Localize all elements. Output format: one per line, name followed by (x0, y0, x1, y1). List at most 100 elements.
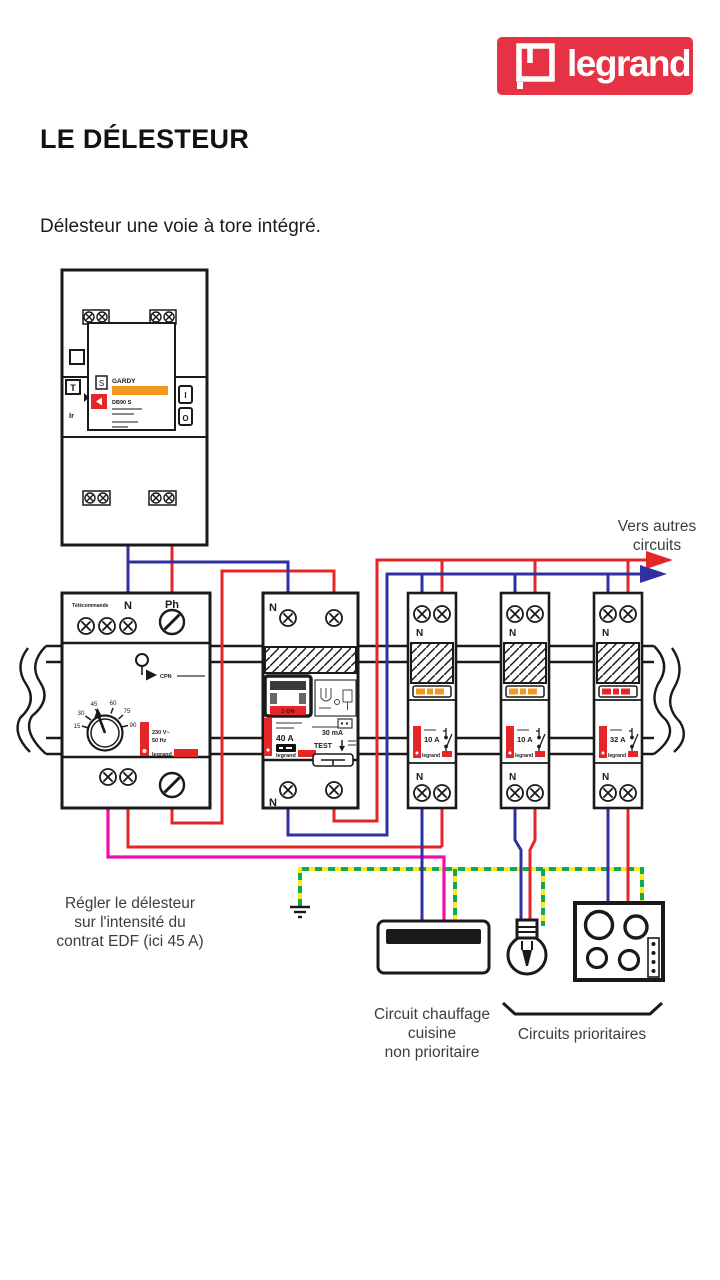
meter-terminal-screw (84, 492, 96, 504)
rcd-window (264, 646, 357, 674)
breaker-terminal-screw (619, 784, 637, 802)
breaker1-rating-label: 10 A (424, 735, 440, 744)
wire-delesteur-contact (126, 808, 442, 849)
breaker-series-strip (413, 726, 421, 758)
phase-arrow-icon (646, 551, 673, 569)
rcd-terminal-screw (325, 781, 343, 799)
breaker1-neutral-bottom-label: N (416, 772, 423, 783)
rcd-terminal-screw (279, 781, 297, 799)
to-other-line1: Vers autres (618, 518, 697, 535)
breaker-terminal-screw (599, 605, 617, 623)
non-priority-line2: cuisine (408, 1025, 456, 1042)
rcd-red-bar (298, 750, 316, 757)
rcd-fine-print (276, 722, 356, 746)
delesteur-series-strip (140, 722, 149, 756)
dial-needle-icon (94, 708, 102, 719)
breaker1-brand-label: legrand (422, 753, 440, 759)
meter-brand-label: GARDY (112, 378, 136, 385)
breaker2-neutral-bottom-label: N (509, 772, 516, 783)
non-priority-line3: non prioritaire (385, 1044, 480, 1061)
breaker-window (503, 642, 547, 684)
legrand-logo: legrand (497, 37, 693, 95)
priority-brace (501, 1001, 664, 1016)
dial-90: 90 (130, 722, 137, 729)
adjust-line1: Régler le délesteur (65, 895, 195, 912)
earth-symbol (290, 905, 310, 919)
breaker-terminal-screw (433, 605, 451, 623)
breaker-window (596, 642, 640, 684)
meter-on-button (178, 385, 193, 404)
cpn-arrow-icon (146, 669, 157, 681)
breaker3-rating-label: 32 A (610, 735, 626, 744)
meter-arrow-glyph (84, 393, 89, 402)
meter-terminal-screw (97, 492, 109, 504)
annotation-to-other-circuits: Vers autres circuits (618, 518, 697, 554)
meter-terminal-screw (163, 311, 175, 323)
meter-terminal-screw (96, 311, 108, 323)
rail-torn-end-left (27, 645, 47, 755)
meter-fine-print (112, 408, 142, 428)
heater-icon (376, 919, 491, 975)
delesteur-voltage-label: 230 V~ (152, 730, 170, 736)
rail-torn-end-left-outer (16, 647, 32, 753)
breaker1-neutral-top-label: N (416, 628, 423, 639)
cooktop-icon (573, 901, 665, 982)
adjust-line2: sur l'intensité du (74, 914, 186, 931)
rcd-test-label: TEST (314, 743, 333, 750)
meter-off-label: O (182, 414, 188, 423)
delesteur-dial: 15 30 45 60 75 90 (74, 700, 137, 752)
meter-s-label: S (99, 379, 104, 388)
page-title: LE DÉLESTEUR (40, 124, 250, 154)
annotation-adjust-delesteur: Régler le délesteur sur l'intensité du c… (56, 895, 203, 950)
meter-t-label: T (70, 383, 76, 393)
breaker3-brand-label: legrand (608, 753, 626, 759)
delesteur-terminal-screw (119, 768, 137, 786)
pilot-wire (106, 808, 446, 922)
delesteur-terminal-screw (77, 617, 95, 635)
circuit-breaker-1: N 10 A legrand N (406, 591, 458, 810)
breaker2-neutral-top-label: N (509, 628, 516, 639)
breaker-terminal-screw (413, 784, 431, 802)
wire-meter-to-rcd-n (128, 560, 290, 593)
circuit-breaker-3: N 32 A legrand N (592, 591, 644, 810)
annotation-non-priority: Circuit chauffage cuisine non prioritair… (374, 1006, 490, 1061)
legrand-logo-text: legrand (567, 42, 692, 84)
breaker-terminal-screw (506, 605, 524, 623)
breaker-terminal-screw (619, 605, 637, 623)
circuit-breaker-2: N 10 A legrand N (499, 591, 551, 810)
meter-terminal-screw (163, 492, 175, 504)
breaker2-brand-label: legrand (515, 753, 533, 759)
wire-delesteur-to-rcd-ph (170, 569, 336, 825)
load-shedder: Télécommande N Ph CPN (60, 591, 212, 810)
delesteur-remote-label: Télécommande (72, 603, 109, 609)
meter-off-button (178, 407, 193, 426)
rcd-plug-icon (337, 718, 353, 729)
delesteur-cpn-button (135, 653, 149, 667)
non-priority-line1: Circuit chauffage (374, 1006, 490, 1023)
meter-terminal-screw (83, 311, 95, 323)
wire-breaker2-neutral-out (513, 808, 523, 924)
breaker-terminal-screw (506, 784, 524, 802)
delesteur-terminal-screw (98, 617, 116, 635)
phase-bus-drops (440, 560, 630, 594)
dial-60: 60 (110, 700, 117, 707)
rcd-terminal-screw (279, 609, 297, 627)
wire-rcd-to-neutral-bus (286, 572, 640, 837)
delesteur-phase-label: Ph (165, 599, 179, 611)
priority-label: Circuits prioritaires (518, 1026, 647, 1043)
earth-wire-green (298, 867, 644, 926)
delesteur-cpn-label: CPN (160, 674, 172, 680)
neutral-bus-drops (420, 574, 610, 594)
meter-ir-label: Ir (69, 411, 74, 420)
rail-torn-end-right-outer (668, 647, 686, 753)
rcd-terminal-screw (325, 609, 343, 627)
rcd-neutral-bottom-label: N (269, 797, 277, 809)
page-subtitle: Délesteur une voie à tore intégré. (40, 216, 321, 237)
breaker-window (410, 642, 454, 684)
legrand-logo-icon (516, 43, 555, 89)
meter-on-label: I (184, 391, 186, 400)
rcd-neutral-top-label: N (269, 602, 277, 614)
electric-meter: S GARDY DB90 S T Ir I O (60, 268, 209, 547)
